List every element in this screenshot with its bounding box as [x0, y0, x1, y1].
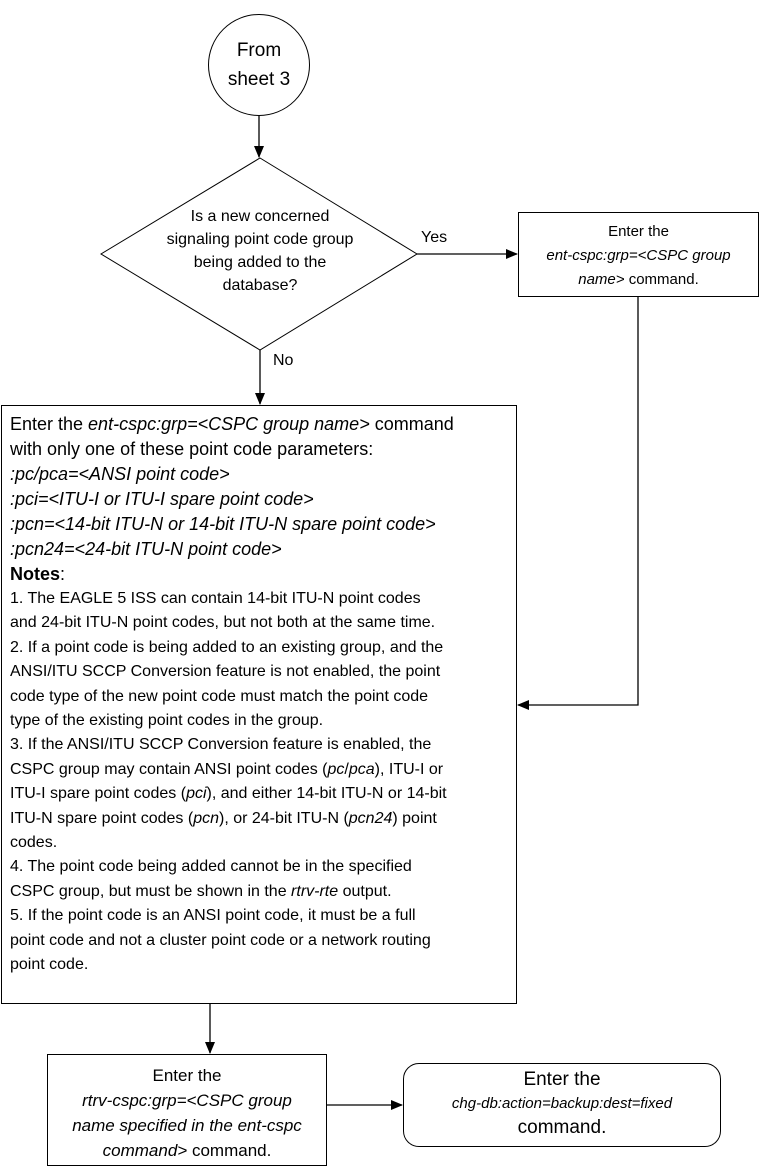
- chg-db-box: Enter the chg-db:action=backup:dest=fixe…: [403, 1063, 721, 1147]
- note4-cmd: rtrv-rte: [291, 882, 339, 900]
- note5-line3: point code.: [10, 956, 89, 974]
- note3-l4c: ) point: [392, 809, 437, 827]
- note2-line1: 2. If a point code is being added to an …: [10, 638, 444, 656]
- decision-line2: signaling point code group: [166, 231, 354, 248]
- rtrv-line2: rtrv-cspc:grp=<CSPC group: [82, 1091, 292, 1110]
- end-line1: Enter the: [523, 1069, 601, 1090]
- decision-line1: Is a new concerned: [190, 208, 330, 225]
- main-intro-cmd: ent-cspc:grp=<CSPC group name>: [88, 414, 370, 434]
- yes-label: Yes: [421, 229, 448, 246]
- rtrv-line4-tail: command.: [187, 1141, 272, 1160]
- grp-line3-cmd: name>: [578, 271, 625, 288]
- start-connector: From sheet 3: [208, 14, 310, 116]
- note3-l3a: ITU-I spare point codes (: [10, 785, 187, 803]
- notes-list: 1. The EAGLE 5 ISS can contain 14-bit IT…: [10, 587, 508, 978]
- main-intro-line2: with only one of these point code parame…: [10, 439, 374, 459]
- rtrv-line4: command> command.: [48, 1138, 326, 1163]
- decision-text: Is a new concerned signaling point code …: [140, 205, 380, 297]
- note5-line1: 5. If the point code is an ANSI point co…: [10, 907, 416, 925]
- note1-line1: 1. The EAGLE 5 ISS can contain 14-bit IT…: [10, 590, 421, 607]
- rtrv-cspc-box: Enter the rtrv-cspc:grp=<CSPC group name…: [47, 1054, 327, 1166]
- note3-l2b: ), ITU-I or: [374, 760, 444, 778]
- grp-line1: Enter the: [608, 223, 669, 240]
- note3-line5: codes.: [10, 834, 58, 852]
- param-pcn24: :pcn24=<24-bit ITU-N point code>: [10, 539, 282, 559]
- start-line2: sheet 3: [227, 69, 291, 90]
- note3-pca: pca: [348, 760, 375, 778]
- main-intro-b: command: [369, 414, 454, 434]
- rtrv-line4-cmd: command>: [102, 1141, 188, 1160]
- note4-l2b: output.: [338, 882, 392, 900]
- decision-line4: database?: [222, 277, 298, 294]
- note4-line2: CSPC group, but must be shown in the rtr…: [10, 880, 508, 904]
- note2-line3: code type of the new point code must mat…: [10, 687, 429, 705]
- start-line1: From: [236, 40, 282, 61]
- end-line3: command.: [517, 1117, 607, 1138]
- note1-line2: and 24-bit ITU-N point codes, but not bo…: [10, 614, 436, 632]
- note2-line4: type of the existing point codes in the …: [10, 712, 324, 730]
- notes-colon: :: [60, 564, 66, 584]
- note4-line1: 4. The point code being added cannot be …: [10, 858, 412, 876]
- note3-l3b: ), and either 14-bit ITU-N or 14-bit: [206, 785, 447, 803]
- notes-heading-line: Notes:: [10, 562, 508, 587]
- note3-line1: 3. If the ANSI/ITU SCCP Conversion featu…: [10, 736, 432, 754]
- grp-line2: ent-cspc:grp=<CSPC group: [546, 247, 731, 264]
- no-label: No: [273, 352, 294, 369]
- note2-line2: ANSI/ITU SCCP Conversion feature is not …: [10, 663, 441, 681]
- param-pci: :pci=<ITU-I or ITU-I spare point code>: [10, 489, 314, 509]
- param-pcn: :pcn=<14-bit ITU-N or 14-bit ITU-N spare…: [10, 514, 436, 534]
- note3-l4b: ), or 24-bit ITU-N (: [218, 809, 349, 827]
- note3-line4: ITU-N spare point codes (pcn), or 24-bit…: [10, 807, 508, 831]
- rtrv-line1: Enter the: [152, 1066, 222, 1085]
- enter-grp-box: Enter the ent-cspc:grp=<CSPC group name>…: [518, 212, 759, 297]
- note3-pcn24: pcn24: [348, 809, 393, 827]
- notes-heading: Notes: [10, 564, 61, 584]
- note5-line2: point code and not a cluster point code …: [10, 931, 431, 949]
- note3-pci: pci: [186, 785, 207, 803]
- main-intro-line1: Enter the ent-cspc:grp=<CSPC group name>…: [10, 412, 508, 437]
- decision-line3: being added to the: [193, 254, 327, 271]
- note3-line3: ITU-I spare point codes (pci), and eithe…: [10, 782, 508, 806]
- note3-pc: pc: [327, 760, 345, 778]
- note3-slash: /: [344, 760, 349, 778]
- note3-l4a: ITU-N spare point codes (: [10, 809, 194, 827]
- note4-l2a: CSPC group, but must be shown in the: [10, 882, 292, 900]
- grp-line3: name> command.: [519, 268, 758, 292]
- end-line2: chg-db:action=backup:dest=fixed: [451, 1095, 673, 1112]
- note3-l2a: CSPC group may contain ANSI point codes …: [10, 760, 328, 778]
- param-pc: :pc/pca=<ANSI point code>: [10, 464, 230, 484]
- grp-line3-tail: command.: [624, 271, 699, 288]
- note3-pcn: pcn: [193, 809, 219, 827]
- ent-cspc-box: Enter the ent-cspc:grp=<CSPC group name>…: [1, 405, 517, 1004]
- note3-line2: CSPC group may contain ANSI point codes …: [10, 758, 508, 782]
- rtrv-line3: name specified in the ent-cspc: [72, 1116, 302, 1135]
- arrow-grp-to-main: [517, 297, 639, 710]
- main-intro-a: Enter the: [10, 414, 89, 434]
